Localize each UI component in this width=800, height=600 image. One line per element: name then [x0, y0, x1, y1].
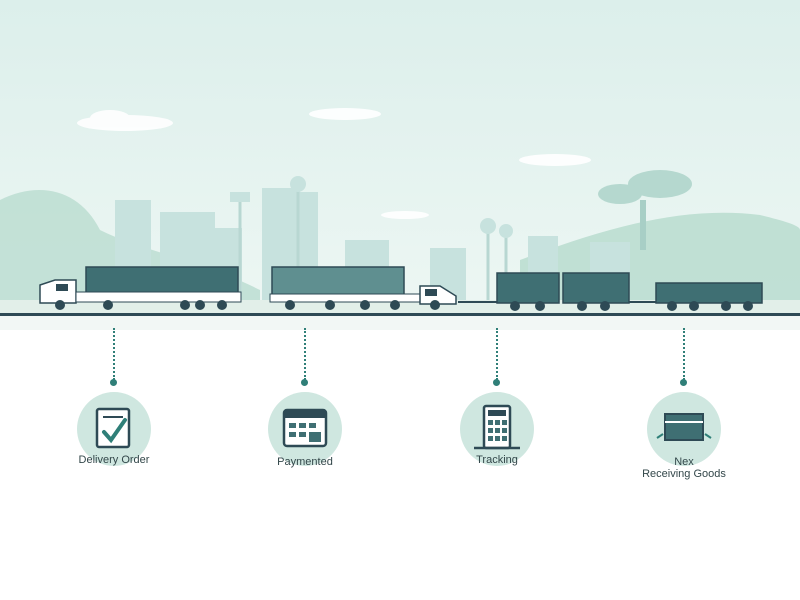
step-delivery-order: Delivery Order — [24, 328, 204, 528]
connector-line — [304, 328, 306, 380]
step-tracking: Tracking — [407, 328, 587, 528]
payment-terminal-icon — [268, 392, 342, 466]
document-checkmark-icon — [77, 392, 151, 466]
truck-2 — [269, 266, 457, 310]
step-title: Tracking — [476, 454, 518, 466]
connector-dot — [680, 379, 687, 386]
tree-icon — [598, 170, 692, 250]
connector-dot — [110, 379, 117, 386]
connector-line — [496, 328, 498, 380]
trailer-train — [458, 272, 763, 311]
connector-dot — [301, 379, 308, 386]
calculator-icon — [460, 392, 534, 466]
cargo-box-icon — [647, 392, 721, 466]
step-title: Delivery Order — [78, 454, 150, 466]
step-title: Paymented — [277, 456, 333, 468]
cloud-icon — [77, 108, 591, 219]
step-receiving-goods: Nex Receiving Goods — [594, 328, 774, 528]
logistics-scene — [0, 0, 800, 330]
connector-line — [683, 328, 685, 380]
connector-dot — [493, 379, 500, 386]
step-paymented: Paymented — [215, 328, 395, 528]
truck-1 — [39, 266, 242, 310]
road — [0, 313, 800, 316]
step-title: Nex Receiving Goods — [642, 456, 726, 480]
connector-line — [113, 328, 115, 380]
